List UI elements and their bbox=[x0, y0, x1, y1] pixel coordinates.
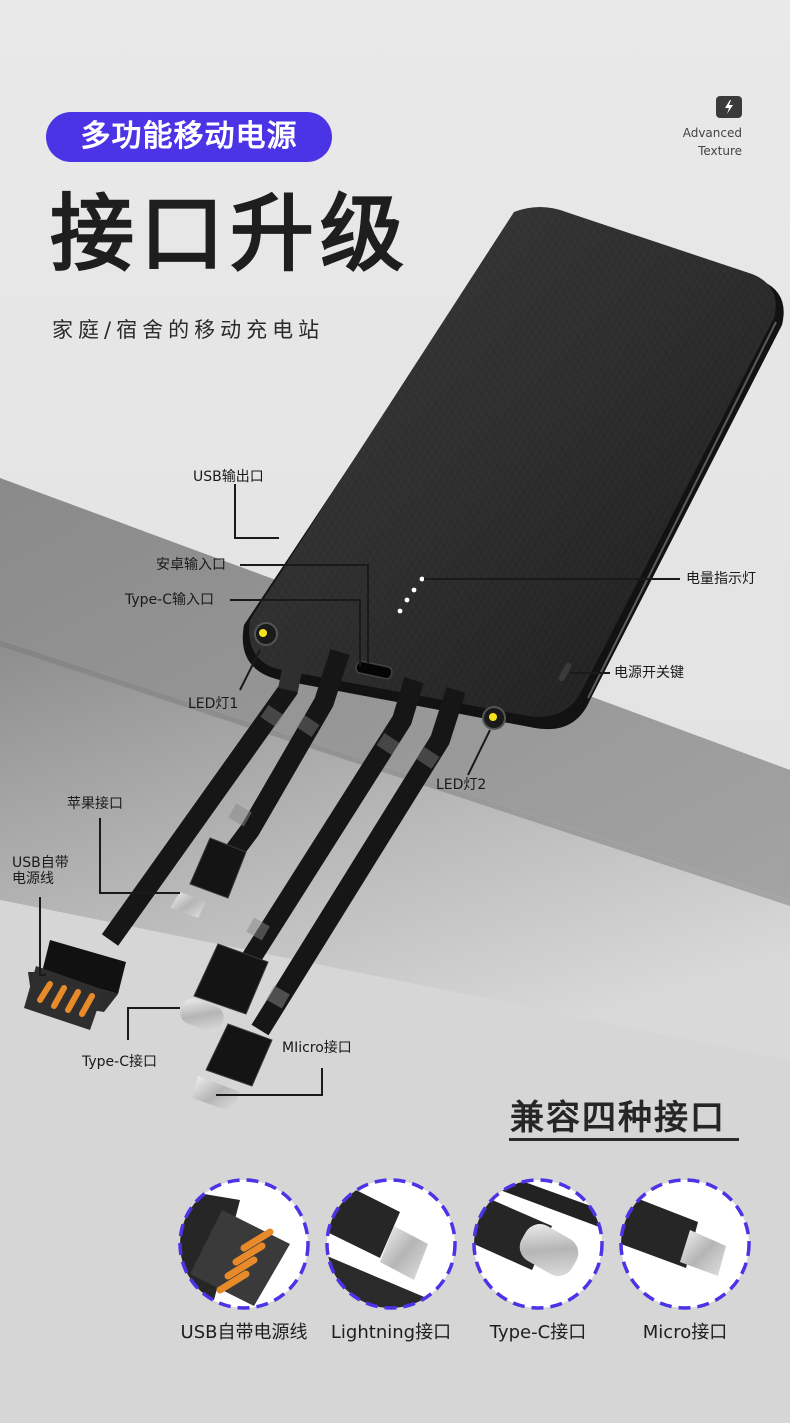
lightning-connector bbox=[170, 837, 247, 918]
brand-line1: Advanced bbox=[682, 126, 742, 140]
callout-typec-port: Type-C接口 bbox=[82, 1054, 157, 1070]
brand-line2: Texture bbox=[698, 144, 742, 158]
lightning-battery-icon bbox=[716, 96, 742, 118]
product-badge: 多功能移动电源 bbox=[46, 112, 332, 162]
indicator-dot bbox=[419, 576, 425, 582]
callout-micro-port: MIicro接口 bbox=[282, 1040, 352, 1056]
port-label-micro: Micro接口 bbox=[642, 1322, 728, 1343]
page-headline: 接口升级 bbox=[50, 185, 411, 283]
callout-usb-output: USB输出口 bbox=[193, 469, 264, 485]
callout-typec-input: Type-C输入口 bbox=[125, 592, 214, 608]
compat-title: 兼容四种接口 bbox=[510, 1098, 726, 1138]
callout-led1: LED灯1 bbox=[188, 696, 239, 712]
callout-usb-cable-line1: USB自带 bbox=[12, 855, 69, 871]
page-subtitle: 家庭/宿舍的移动充电站 bbox=[52, 318, 325, 342]
callout-apple-port: 苹果接口 bbox=[67, 796, 123, 812]
usb-port bbox=[355, 660, 393, 680]
callout-usb-cable: USB自带 电源线 bbox=[12, 855, 69, 887]
port-label-lightning: Lightning接口 bbox=[330, 1322, 452, 1343]
callout-lines bbox=[39, 484, 680, 1096]
port-label-typec: Type-C接口 bbox=[489, 1322, 587, 1343]
led1-icon bbox=[259, 629, 267, 637]
callout-led2: LED灯2 bbox=[436, 777, 487, 793]
callout-battery-indicator: 电量指示灯 bbox=[686, 571, 756, 587]
led2-icon bbox=[489, 713, 497, 721]
power-bank bbox=[242, 207, 784, 730]
compat-circles bbox=[178, 1178, 751, 1310]
callout-power-button: 电源开关键 bbox=[614, 665, 684, 681]
port-label-usb: USB自带电源线 bbox=[180, 1322, 308, 1343]
usb-a-connector bbox=[24, 940, 126, 1030]
type-c-connector bbox=[180, 943, 269, 1032]
brand-tagline: Advanced Texture bbox=[683, 124, 742, 160]
callout-usb-cable-line2: 电源线 bbox=[12, 871, 54, 887]
compat-title-underline bbox=[509, 1138, 739, 1141]
callout-android-input: 安卓输入口 bbox=[156, 557, 226, 573]
